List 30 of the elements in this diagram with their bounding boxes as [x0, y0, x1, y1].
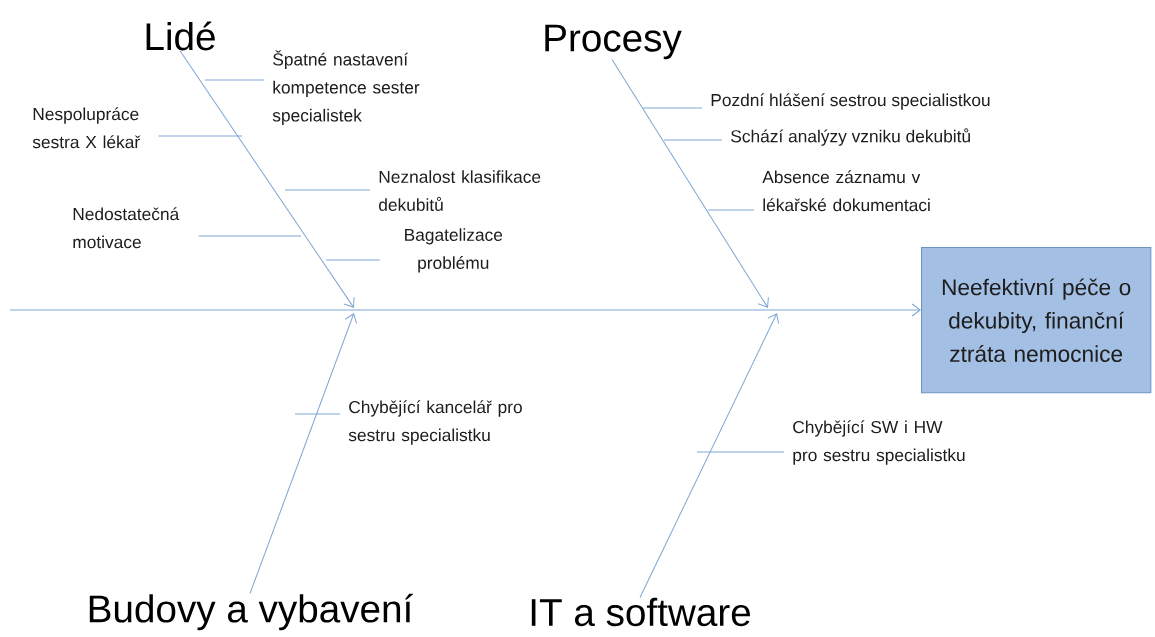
- cause-line: [696, 451, 785, 453]
- cause-text: Absence záznamu v lékařské dokumentaci: [762, 170, 930, 212]
- bone-arrow: [249, 313, 358, 594]
- cause-line: [707, 209, 755, 211]
- bone-arrow: [611, 59, 769, 308]
- category-label: Procesy: [545, 24, 682, 60]
- spine-arrow: [9, 303, 921, 317]
- cause-text: Chybějící kancelář pro sestru specialistku: [348, 400, 522, 445]
- cause-text: Špatné nastavení kompetence sester specialistek: [272, 50, 420, 125]
- cause-line: [204, 79, 265, 81]
- cause-line: [158, 135, 243, 137]
- cause-text: Pozdní hlášení sestrou specialistkou: [711, 93, 990, 110]
- effect-box: Neefektivní péče o dekubity, finanční ztráta nemocnice: [921, 247, 1152, 394]
- cause-text: Neznalost klasifikace dekubitů: [379, 170, 541, 211]
- cause-line: [294, 413, 341, 415]
- cause-line: [642, 107, 703, 109]
- cause-text: Nespolupráce sestra X lékař: [32, 107, 141, 149]
- cause-line: [198, 235, 302, 237]
- bone-arrow: [639, 313, 780, 599]
- cause-text: Bagatelizace problému: [405, 228, 503, 273]
- cause-line: [325, 259, 381, 261]
- cause-line: [284, 189, 371, 191]
- cause-line: [663, 139, 723, 141]
- cause-text: Nedostatečná motivace: [73, 207, 180, 249]
- category-label: Budovy a vybavení: [89, 593, 414, 631]
- category-label: IT a software: [531, 597, 750, 627]
- bone-arrow: [179, 50, 355, 308]
- cause-text: Chybějící SW i HW pro sestru specialistku: [793, 420, 965, 465]
- category-label: Lidé: [146, 21, 215, 51]
- cause-text: Schází analýzy vzniku dekubitů: [731, 128, 970, 146]
